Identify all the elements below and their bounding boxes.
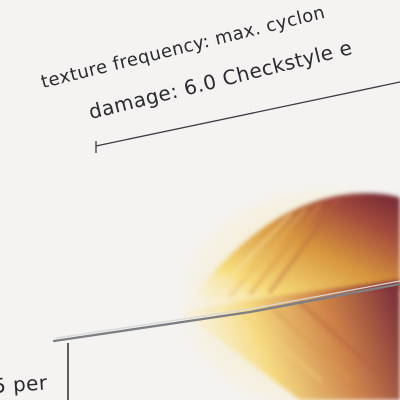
feather-vane-upper (190, 193, 400, 305)
dimension-line (95, 81, 400, 153)
annotation-measure: 5 per (0, 370, 49, 398)
feather-shaft (52, 282, 400, 343)
feather-vane-lower (180, 280, 400, 400)
feather-shaft-highlight (55, 280, 400, 339)
feather-barbs (208, 198, 382, 382)
